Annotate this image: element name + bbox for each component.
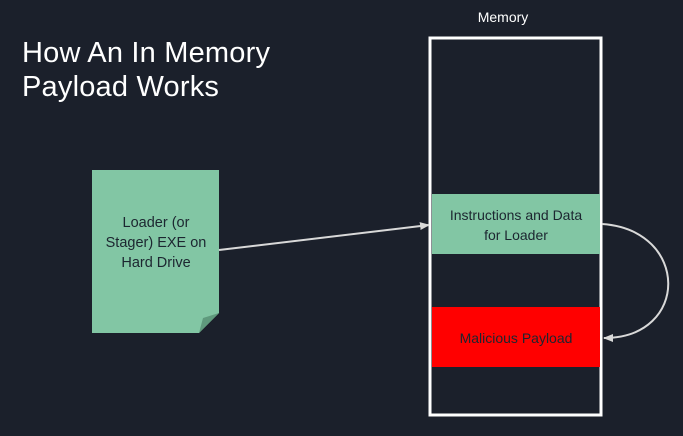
load-arrow [218, 222, 430, 251]
title-line-1: How An In Memory [22, 37, 271, 69]
memory-container [428, 36, 603, 417]
instructions-block [432, 194, 600, 254]
loader-label-line-2: Stager) EXE on [105, 235, 207, 251]
payload-block [432, 307, 600, 367]
instructions-label-line-2: for Loader [484, 227, 548, 243]
loader-document-shape [92, 170, 219, 333]
loader-document-fold [199, 313, 219, 333]
loader-label-line-1: Loader (or [122, 215, 190, 231]
loader-label-line-3: Hard Drive [121, 255, 191, 271]
unpack-arrow [601, 223, 670, 342]
instructions-label: Instructions and Data for Loader [432, 205, 600, 245]
title-line-2: Payload Works [22, 71, 220, 103]
memory-label: Memory [477, 9, 529, 25]
loader-document-label: Loader (or Stager) EXE on Hard Drive [96, 213, 216, 273]
payload-label: Malicious Payload [459, 330, 573, 346]
slide-title: How An In Memory Payload Works [22, 36, 270, 104]
instructions-label-line-1: Instructions and Data [449, 207, 583, 223]
